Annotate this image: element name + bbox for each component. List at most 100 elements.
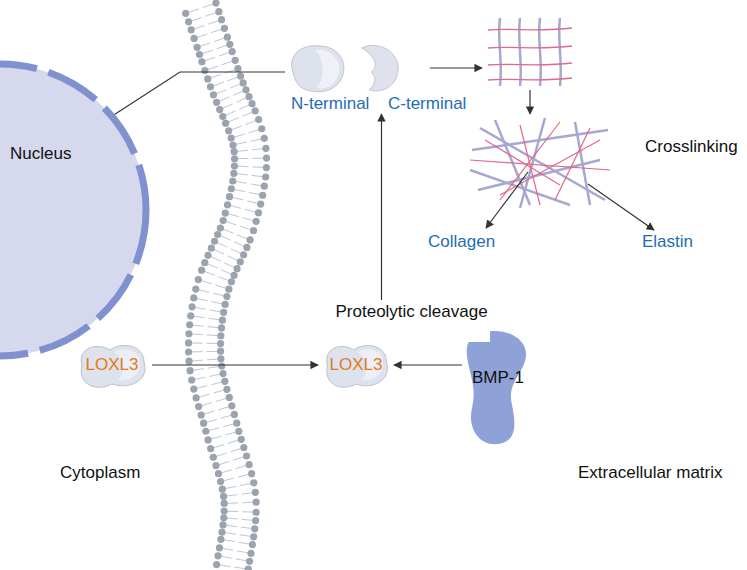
lipid-head [221,378,228,385]
lipid-tail [207,334,218,336]
lipid-head [214,231,221,238]
lipid-head [186,321,193,328]
lipid-head [226,41,233,48]
lox-node: LOXL3 [318,340,394,390]
lipid-tail [252,166,263,168]
lipid-head [220,309,227,316]
lipid-tail [220,565,231,567]
lipid-tail [207,351,218,352]
lipid-head [219,486,226,493]
lipid-tail [247,201,258,204]
text-label: Crosslinking [645,137,738,157]
lipid-head [262,173,269,180]
lipid-tail [230,84,240,88]
nucleus-envelope [0,64,146,356]
lipid-tail [216,453,226,456]
text-label: Collagen [428,232,495,252]
cell-membrane [182,0,270,570]
lipid-tail [211,302,222,304]
lipid-tail [221,556,232,558]
lipid-tail [242,502,253,503]
lipid-head [252,107,259,114]
circle-node: Nucleus [0,60,150,360]
lipid-tail [237,235,247,239]
lipid-head [240,444,247,451]
lipid-head [259,192,266,199]
lipid-tail [239,105,249,109]
lipid-head [218,324,225,331]
lipid-head [228,402,235,409]
nterm-shape [285,42,347,94]
lipid-head [198,411,205,418]
lipid-head [246,461,253,468]
lipid-head [262,145,269,152]
lipid-tail [236,142,247,144]
lox-node: LOXL3 [72,340,152,390]
lipid-head [220,514,227,521]
lipid-tail [197,386,208,389]
lipid-head [258,125,265,132]
lipid-tail [209,428,220,431]
node-label: LOXL3 [72,355,152,375]
lipid-tail [242,112,252,116]
protein-fragment [292,46,344,92]
lipid-head [212,462,219,469]
lipid-head [207,83,214,90]
lipid-head [193,44,200,51]
lipid-head [198,267,205,274]
lipid-tail [211,436,222,439]
lipid-tail [234,189,245,191]
lipid-head [217,536,224,543]
lipid-head [200,420,207,427]
lipid-tail [223,229,233,233]
lipid-head [188,26,195,33]
lipid-tail [237,551,248,553]
lipid-head [230,170,237,177]
lipid-head [193,394,200,401]
lipid-tail [232,197,243,200]
lipid-head [253,499,260,506]
lipid-tail [211,74,221,78]
lipid-head [217,355,224,362]
lipid-tail [228,256,238,261]
lipid-tail [201,281,211,284]
lipid-head [251,525,258,532]
lipid-tail [207,343,218,344]
lipid-head [229,177,236,184]
lipid-tail [225,533,236,535]
connector-arrow [394,364,462,365]
lipid-tail [195,377,206,379]
lipid-head [221,500,228,507]
lipid-tail [226,525,237,526]
lipid-head [217,340,224,347]
lipid-tail [234,567,245,569]
lipid-tail [240,483,251,485]
lipid-tail [214,38,224,41]
lipid-tail [207,359,218,361]
lipid-head [198,58,205,65]
text-label: Cytoplasm [60,463,140,483]
lipid-tail [208,21,218,24]
lipid-tail [225,486,236,488]
lipid-head [248,470,255,477]
lipid-head [185,18,192,25]
lipid-head [228,185,235,192]
lipid-tail [217,243,227,248]
lipid-tail [237,150,248,151]
lipid-head [252,517,259,524]
node-label: N-terminal [291,94,369,114]
lipid-head [219,521,226,528]
lipid-tail [225,432,236,435]
lipid-head [182,10,189,17]
lipid-head [234,65,241,72]
lipid-head [187,312,194,319]
cterm-shape [356,42,402,94]
lipid-head [188,303,195,310]
lipid-tail [206,419,217,422]
lipid-head [250,533,257,540]
lipid-tail [233,457,243,460]
lipid-tail [209,318,220,319]
crosslinked-mesh [470,118,610,208]
lipid-tail [227,511,238,512]
lipid-head [240,251,247,258]
